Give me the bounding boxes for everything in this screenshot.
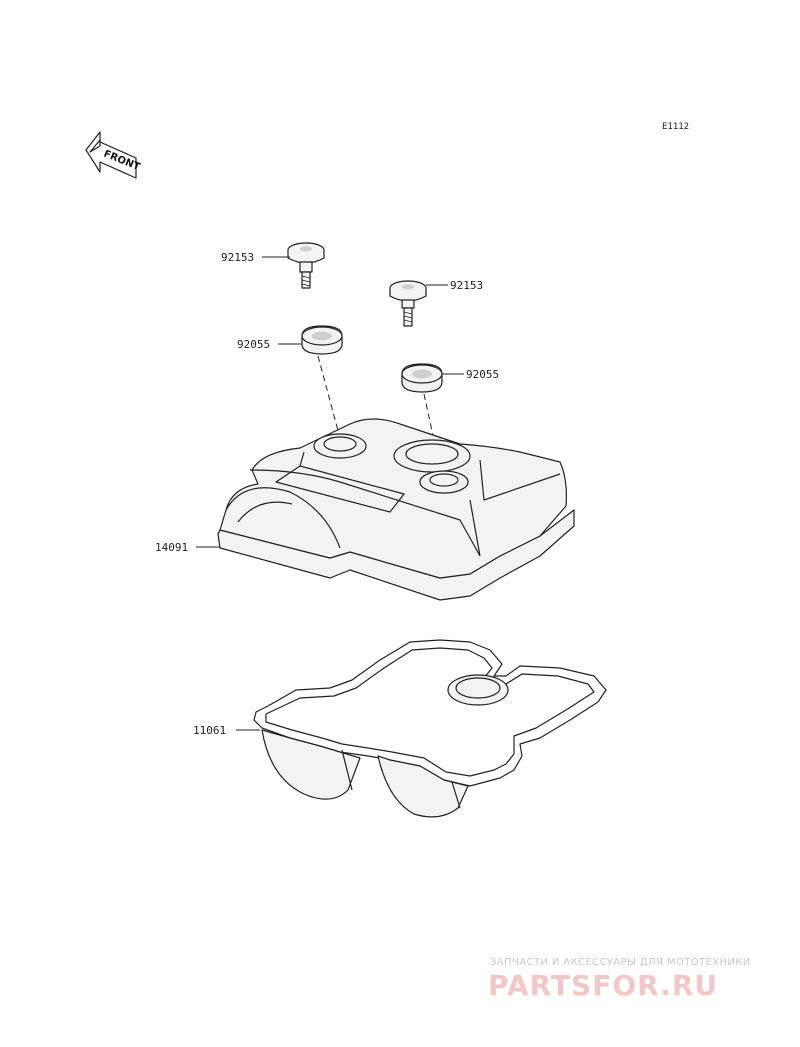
- watermark-brand: PARTSFOR.RU: [488, 969, 718, 1002]
- cylinder-head-cover-icon: [217, 418, 575, 601]
- watermark-tagline: ЗАПЧАСТИ И АКСЕССУАРЫ ДЛЯ МОТОТЕХНИКИ: [490, 957, 751, 968]
- bolt-left-icon: [287, 242, 325, 289]
- washer-left-icon: [301, 325, 343, 355]
- part-label-92153-left: 92153: [221, 251, 254, 264]
- diagram-code: E1112: [662, 122, 689, 132]
- front-arrow-icon: FRONT: [85, 131, 142, 179]
- part-label-92153-right: 92153: [450, 279, 483, 292]
- part-label-11061: 11061: [193, 724, 226, 737]
- part-label-92055-right: 92055: [466, 368, 499, 381]
- part-label-92055-left: 92055: [237, 338, 270, 351]
- washer-right-icon: [401, 363, 443, 393]
- part-label-14091: 14091: [155, 541, 188, 554]
- gasket-icon: [253, 639, 607, 818]
- bolt-right-icon: [389, 280, 427, 327]
